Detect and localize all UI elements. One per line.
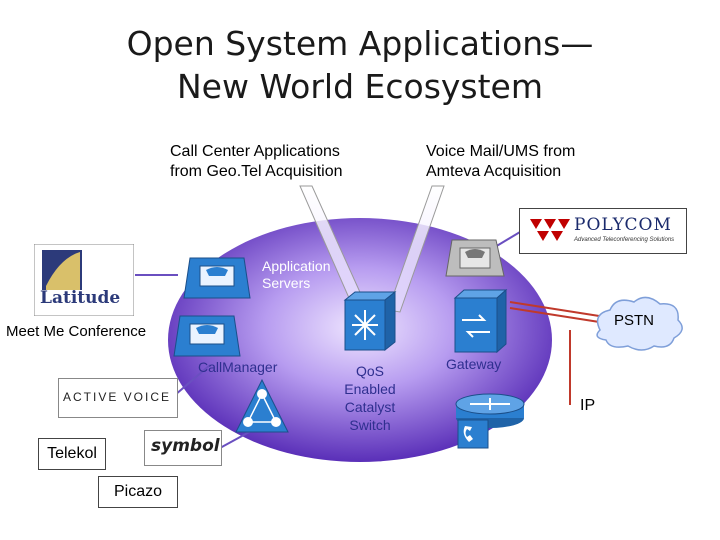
call-center-callout: Call Center Applications from Geo.Tel Ac…	[170, 143, 343, 180]
phone-icon	[183, 257, 251, 299]
conference-icon	[235, 378, 289, 433]
voice-mail-callout: Voice Mail/UMS from Amteva Acquisition	[426, 143, 576, 180]
call-manager-label: CallManager	[198, 359, 278, 375]
meet-me-conference-label: Meet Me Conference	[6, 323, 147, 340]
pstn-line-2	[509, 307, 613, 325]
qos-switch-label: QoS Enabled Catalyst Switch	[344, 363, 396, 433]
title-line-1: Open System Applications—	[126, 24, 594, 63]
page-title: Open System Applications— New World Ecos…	[0, 22, 720, 108]
telekol-box: Telekol	[38, 438, 106, 470]
voice-mail-beam	[387, 185, 445, 313]
gateway-label: Gateway	[446, 356, 502, 372]
switch-icon	[343, 290, 397, 352]
active-voice-logo: ACTIVE VOICE	[58, 378, 178, 418]
phone-icon	[457, 419, 489, 449]
ip-label: IP	[580, 397, 596, 414]
phone-icon	[445, 239, 505, 277]
gateway-icon	[453, 288, 508, 354]
pstn-label: PSTN	[614, 312, 655, 329]
picazo-box: Picazo	[98, 476, 178, 508]
polycom-logo: POLYCOM Advanced Teleconferencing Soluti…	[519, 208, 687, 254]
phone-icon	[173, 315, 241, 357]
symbol-logo: symbol	[144, 430, 222, 466]
latitude-logo: Latitude	[33, 243, 135, 317]
title-line-2: New World Ecosystem	[176, 67, 543, 106]
app-servers-label: Application Servers	[262, 258, 331, 291]
polycom-mark-icon	[530, 219, 570, 241]
cloud-icon	[596, 296, 683, 351]
pstn-line-1	[509, 301, 613, 319]
link-activevoice	[174, 364, 211, 396]
